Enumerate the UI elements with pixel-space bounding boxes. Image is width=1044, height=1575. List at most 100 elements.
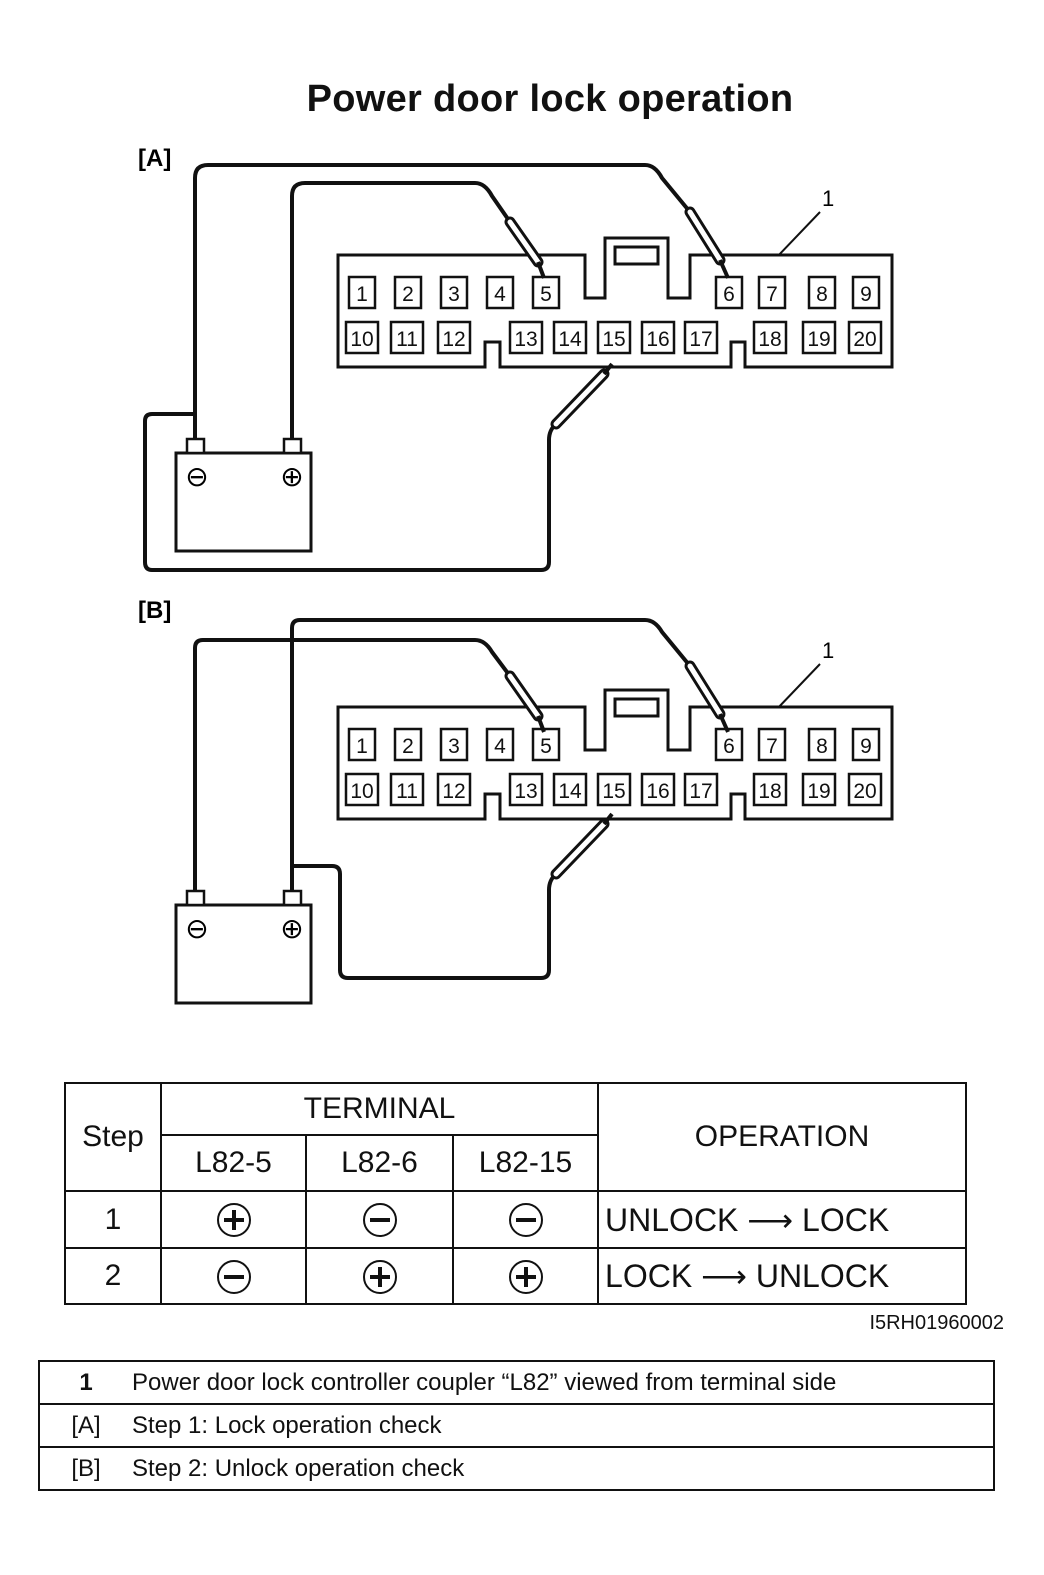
- step-header: Step: [64, 1082, 162, 1192]
- operation-text: UNLOCK ⟶ LOCK: [597, 1190, 967, 1249]
- terminal-pin: 20: [847, 320, 883, 355]
- terminal-pin: 18: [752, 320, 788, 355]
- svg-text:4: 4: [494, 735, 506, 758]
- svg-text:18: 18: [758, 328, 781, 351]
- svg-text:14: 14: [558, 328, 582, 351]
- svg-text:14: 14: [558, 780, 582, 803]
- wire-to-pin-6: [290, 618, 692, 891]
- terminal-pin: 2: [393, 727, 423, 762]
- terminal-pin: 11: [389, 772, 425, 807]
- legend-row: [A] Step 1: Lock operation check: [39, 1403, 994, 1448]
- terminal-pin: 14: [552, 772, 588, 807]
- negative-terminal-icon: ⊖: [185, 912, 208, 945]
- callout-leader: [775, 663, 821, 711]
- svg-text:13: 13: [514, 780, 537, 803]
- terminal-pin: 15: [596, 772, 632, 807]
- plus-circle-icon: [362, 1259, 397, 1294]
- terminal-pin: 14: [552, 320, 588, 355]
- minus-circle-icon: [508, 1203, 543, 1238]
- svg-text:12: 12: [442, 328, 465, 351]
- terminal-pin: 19: [801, 320, 837, 355]
- svg-text:3: 3: [448, 735, 460, 758]
- svg-text:19: 19: [807, 328, 830, 351]
- negative-terminal-icon: ⊖: [185, 460, 208, 493]
- legend-table: 1 Power door lock controller coupler “L8…: [38, 1360, 995, 1491]
- terminal-pin: 5: [531, 727, 561, 762]
- terminal-pin: 3: [439, 275, 469, 310]
- legend-key: [A]: [39, 1403, 132, 1448]
- svg-text:3: 3: [448, 283, 460, 306]
- legend-row: 1 Power door lock controller coupler “L8…: [39, 1360, 994, 1405]
- svg-text:8: 8: [816, 283, 828, 306]
- operation-table: Step TERMINAL OPERATION L82-5 L82-6 L82-…: [64, 1082, 967, 1305]
- svg-text:5: 5: [540, 735, 552, 758]
- diagram-label: [B]: [138, 597, 171, 624]
- svg-text:7: 7: [766, 283, 778, 306]
- svg-text:15: 15: [602, 780, 625, 803]
- battery-positive-post: [282, 437, 303, 455]
- minus-circle-icon: [216, 1259, 251, 1294]
- terminal-pin: 17: [683, 320, 719, 355]
- terminal-pin: 7: [757, 275, 787, 310]
- legend-text: Step 1: Lock operation check: [132, 1403, 994, 1448]
- terminal-pin: 4: [485, 727, 515, 762]
- terminal-pin: 11: [389, 320, 425, 355]
- svg-text:11: 11: [396, 780, 418, 803]
- svg-text:16: 16: [646, 780, 669, 803]
- legend-text: Step 2: Unlock operation check: [132, 1446, 994, 1491]
- operation-header: OPERATION: [597, 1082, 967, 1192]
- svg-text:2: 2: [402, 283, 414, 306]
- wire-to-pin-15: [602, 812, 614, 826]
- svg-text:15: 15: [602, 328, 625, 351]
- minus-circle-icon: [362, 1203, 397, 1238]
- svg-text:4: 4: [494, 283, 506, 306]
- svg-text:12: 12: [442, 780, 465, 803]
- page-title: Power door lock operation: [306, 78, 794, 120]
- terminal-pin: 6: [714, 275, 744, 310]
- svg-text:20: 20: [853, 780, 876, 803]
- wire-to-pin-6: [718, 259, 730, 279]
- terminal-pin: 7: [757, 727, 787, 762]
- svg-text:8: 8: [816, 735, 828, 758]
- terminal-pin: 13: [508, 320, 544, 355]
- wire-to-pin-5: [536, 261, 546, 279]
- terminal-pin: 8: [807, 275, 837, 310]
- svg-text:10: 10: [350, 328, 373, 351]
- svg-text:9: 9: [860, 735, 872, 758]
- battery-negative-post: [185, 889, 206, 907]
- terminal-pin: 4: [485, 275, 515, 310]
- wire-to-pin-15: [143, 412, 558, 572]
- svg-text:11: 11: [396, 328, 418, 351]
- terminal-pin: 18: [752, 772, 788, 807]
- svg-text:20: 20: [853, 328, 876, 351]
- callout-number: 1: [822, 186, 834, 211]
- terminal-pin: 15: [596, 320, 632, 355]
- legend-text: Power door lock controller coupler “L82”…: [132, 1360, 994, 1405]
- step-number: 1: [64, 1190, 162, 1249]
- svg-text:16: 16: [646, 328, 669, 351]
- positive-terminal-icon: ⊕: [280, 912, 303, 945]
- terminal-pin: 12: [436, 772, 472, 807]
- terminal-pin: 12: [436, 320, 472, 355]
- terminal-pin: 10: [344, 772, 380, 807]
- wire-to-pin-15: [292, 864, 558, 980]
- svg-text:1: 1: [356, 283, 368, 306]
- svg-text:10: 10: [350, 780, 373, 803]
- terminal-header: TERMINAL: [159, 1082, 600, 1136]
- terminal-pin: 17: [683, 772, 719, 807]
- terminal-pin: 8: [807, 727, 837, 762]
- svg-text:19: 19: [807, 780, 830, 803]
- wire-to-pin-5: [193, 638, 512, 891]
- terminal-l82-6: L82-6: [305, 1134, 454, 1192]
- svg-text:17: 17: [689, 328, 712, 351]
- svg-text:17: 17: [689, 780, 712, 803]
- battery-positive-post: [282, 889, 303, 907]
- operation-text: LOCK ⟶ UNLOCK: [597, 1247, 967, 1305]
- terminal-pin: 2: [393, 275, 423, 310]
- svg-text:13: 13: [514, 328, 537, 351]
- legend-row: [B] Step 2: Unlock operation check: [39, 1446, 994, 1491]
- svg-text:2: 2: [402, 735, 414, 758]
